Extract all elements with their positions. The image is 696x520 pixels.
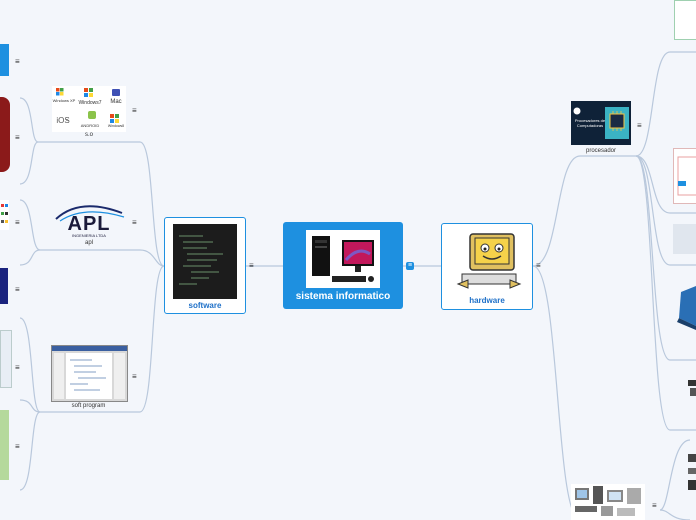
software-node-label: software [188,301,222,310]
link-left-a [19,97,39,143]
left-edge-node-b-menu-icon[interactable]: ≡ [15,133,20,142]
software-menu-icon[interactable]: ≡ [249,261,254,270]
ios-logo-text: iOS [56,116,70,125]
left-edge-node-c-menu-icon[interactable]: ≡ [15,218,20,227]
processor-menu-icon[interactable]: ≡ [637,121,642,130]
left-edge-node-a[interactable] [0,44,9,76]
link-right-f [659,439,691,511]
link-left-d [19,249,41,266]
link-software-so [38,141,165,267]
apl-logo-subtext: INGENIERIA LTDA [72,233,106,238]
link-right-e [635,155,696,431]
right-edge-node-b-icon [677,156,696,196]
left-edge-node-e-menu-icon[interactable]: ≡ [15,363,20,372]
link-right-d [635,155,696,361]
apl-menu-icon[interactable]: ≡ [132,218,137,227]
link-hardware-collage [532,265,581,520]
left-edge-node-b[interactable] [0,97,10,172]
link-left-e [19,317,41,413]
mac-logo-text: Mac [110,99,122,105]
right-edge-node-e[interactable] [688,378,696,398]
link-right-c [635,155,696,266]
windows-xp-logo-text: Windows XP [52,98,76,103]
link-right-g [659,509,691,520]
right-edge-node-b[interactable] [673,148,696,204]
left-edge-node-f-menu-icon[interactable]: ≡ [15,442,20,451]
right-edge-node-f[interactable] [688,452,696,492]
link-right-b [635,155,696,214]
central-topic[interactable]: sistema informatico [283,222,403,309]
right-edge-node-e-icon [688,380,696,396]
right-edge-node-a[interactable] [674,0,696,40]
windows8-logo-text: Windows8 [107,124,125,128]
left-edge-node-d[interactable] [0,268,8,304]
link-software-apl [40,249,165,267]
hardware-collage-node[interactable] [571,484,645,520]
processor-card-text: Procesadores de Computadoras [574,118,606,128]
apl-caption: apl [84,240,93,246]
left-edge-node-a-menu-icon[interactable]: ≡ [15,57,20,66]
so-caption: s.o [84,132,93,138]
apl-logo-text: APL [67,213,111,235]
link-left-g [19,399,41,413]
hardware-collage-icon [575,486,641,516]
central-topic-label: sistema informatico [295,291,391,302]
processor-node[interactable]: Procesadores de Computadoras [571,101,631,145]
central-collapse-toggle[interactable]: ≡ [406,262,414,270]
left-edge-node-e[interactable] [0,330,12,388]
hardware-node[interactable]: hardware [441,223,533,310]
link-left-c [19,199,41,251]
link-hardware-proc [532,155,636,267]
apl-logo-icon [55,205,125,222]
link-left-f [19,411,41,491]
hardware-node-label: hardware [469,296,505,305]
so-node[interactable]: Windows XP Windows7 Mac iOS ANDROID Wind… [52,86,126,132]
right-edge-node-d[interactable] [677,286,696,330]
windows7-logo-text: Windows7 [78,100,102,106]
computer-desktop-icon [306,230,380,288]
smiling-computer-icon [450,230,526,294]
link-right-a [635,51,696,157]
link-left-b [19,141,39,185]
operating-system-logos-icon [56,88,120,123]
right-edge-node-f-icon [688,454,696,490]
program-screenshot-icon [52,346,127,399]
left-edge-node-f[interactable] [0,410,9,480]
hardware-menu-icon[interactable]: ≡ [536,261,541,270]
soft-program-menu-icon[interactable]: ≡ [132,372,137,381]
soft-program-caption: soft program [71,403,106,409]
code-screen-icon [173,224,237,299]
android-logo-text: ANDROID [80,123,100,128]
left-edge-node-c[interactable] [0,200,9,230]
left-edge-node-c-icon [1,204,8,223]
processor-card-icon [573,107,629,139]
left-edge-node-d-menu-icon[interactable]: ≡ [15,285,20,294]
hardware-collage-menu-icon[interactable]: ≡ [652,501,657,510]
processor-caption: procesador [585,148,617,154]
right-edge-node-d-icon [677,286,696,330]
right-edge-node-c[interactable] [673,224,696,254]
software-node[interactable]: software [164,217,246,314]
soft-program-node[interactable] [51,345,128,402]
link-software-soft [40,265,165,413]
so-menu-icon[interactable]: ≡ [132,106,137,115]
apl-node[interactable]: APL INGENIERIA LTDA [50,199,128,239]
